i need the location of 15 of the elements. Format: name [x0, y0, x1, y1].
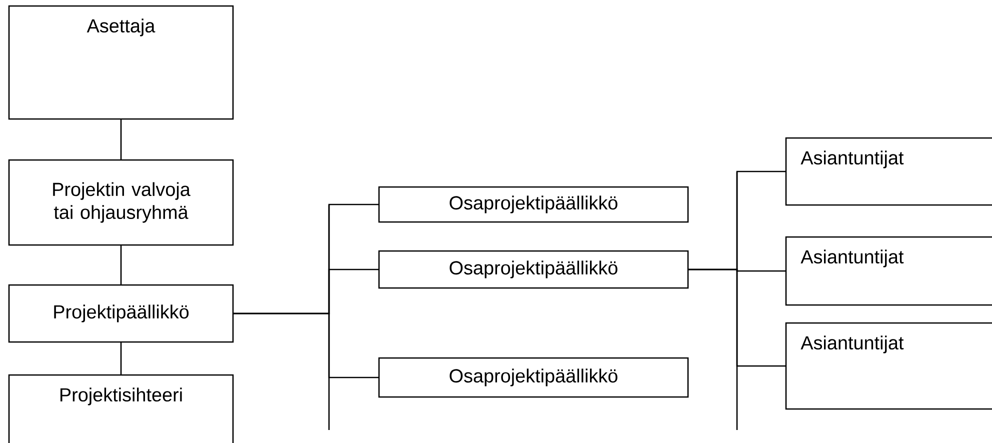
org-box: Osaprojektipäällikkö — [378, 250, 689, 289]
org-box: Projektisihteeri — [8, 374, 234, 443]
connector-line — [233, 312, 379, 378]
org-box: Projektipäällikkö — [8, 284, 234, 343]
connector-line — [120, 118, 122, 160]
connector-line — [120, 244, 122, 285]
org-box: Asiantuntijat — [785, 322, 992, 410]
connector-line — [688, 268, 786, 367]
org-box: Asiantuntijat — [785, 137, 992, 206]
org-box: Osaprojektipäällikkö — [378, 186, 689, 223]
org-box: Asettaja — [8, 5, 234, 120]
org-box: Osaprojektipäällikkö — [378, 357, 689, 398]
org-box: Asiantuntijat — [785, 236, 992, 306]
connector-line — [120, 342, 122, 375]
org-box: Projektin valvoja tai ohjausryhmä — [8, 159, 234, 246]
